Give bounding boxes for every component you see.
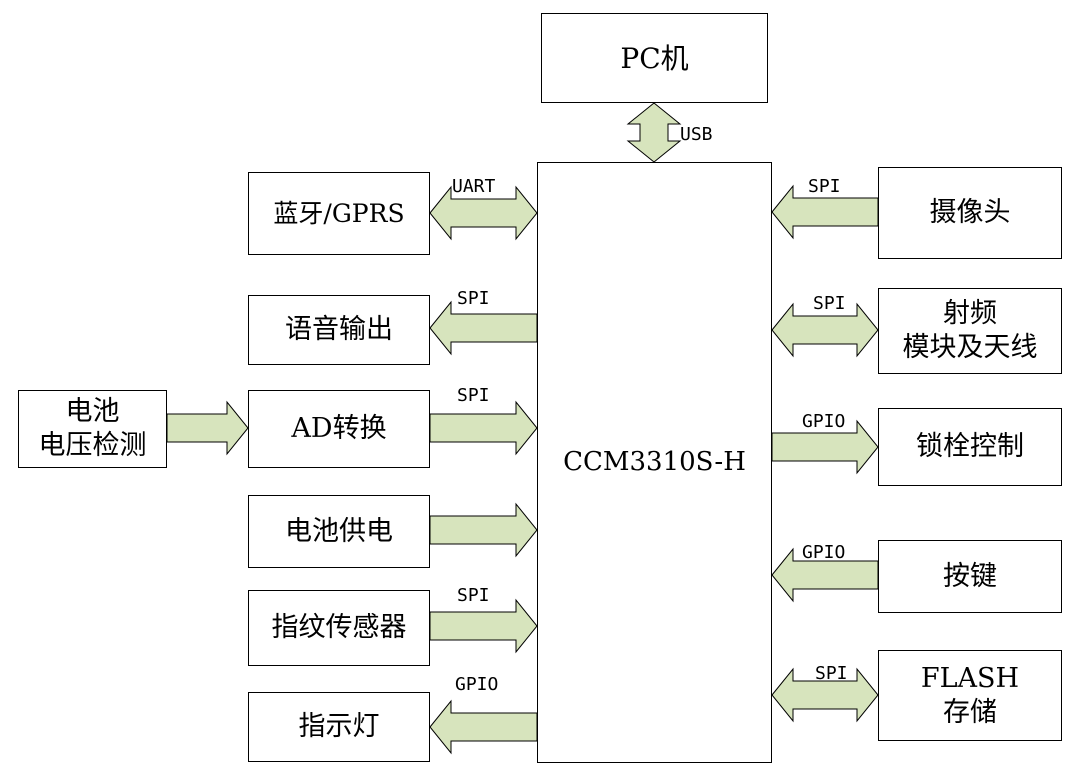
node-bluetooth-gprs-label: 蓝牙/GPRS <box>273 198 405 228</box>
node-lock-control-label: 锁栓控制 <box>916 431 1024 463</box>
arrow-led-gpio <box>429 699 538 755</box>
label-cam-spi: SPI <box>808 176 841 197</box>
node-lock-control: 锁栓控制 <box>878 408 1062 486</box>
label-audio-spi: SPI <box>457 288 490 309</box>
arrow-battery-supply <box>429 502 538 558</box>
node-battery-voltage-detect-line1: 电池 <box>65 396 120 428</box>
label-usb: USB <box>680 124 713 145</box>
node-rf-module-line1: 射频 <box>943 298 997 330</box>
arrow-battery-to-ad <box>166 400 249 456</box>
node-mcu-label: CCM3310S-H <box>563 447 746 478</box>
node-voice-output: 语音输出 <box>248 295 430 365</box>
node-battery-supply-label: 电池供电 <box>285 515 393 547</box>
node-fingerprint-sensor-label: 指纹传感器 <box>271 612 407 644</box>
node-fingerprint-sensor: 指纹传感器 <box>248 590 430 666</box>
label-ad-spi: SPI <box>457 385 490 406</box>
arrow-finger-spi <box>429 598 538 654</box>
label-rf-spi: SPI <box>813 293 846 314</box>
node-battery-supply: 电池供电 <box>248 495 430 568</box>
node-pc-label: PC机 <box>620 41 689 75</box>
node-ad-converter: AD转换 <box>248 390 430 468</box>
node-flash-storage-line2: 存储 <box>943 696 997 728</box>
label-led-gpio: GPIO <box>455 674 499 695</box>
node-keys-label: 按键 <box>943 560 997 592</box>
arrow-pc-usb <box>626 102 682 163</box>
node-rf-module-line2: 模块及天线 <box>902 332 1038 363</box>
node-camera-label: 摄像头 <box>929 197 1011 229</box>
node-pc: PC机 <box>541 13 768 103</box>
node-ad-converter-label: AD转换 <box>291 413 387 445</box>
arrow-audio <box>429 300 538 356</box>
node-battery-voltage-detect-line2: 电压检测 <box>38 430 147 461</box>
arrow-lock-gpio <box>771 419 879 475</box>
label-uart: UART <box>452 176 496 197</box>
label-flash-spi: SPI <box>815 663 848 684</box>
node-mcu: CCM3310S-H <box>537 162 772 763</box>
arrow-ad-spi <box>429 400 538 456</box>
arrows-layer <box>166 102 879 755</box>
node-indicator-light: 指示灯 <box>248 692 430 762</box>
node-indicator-light-label: 指示灯 <box>298 711 380 743</box>
node-battery-voltage-detect: 电池 电压检测 <box>18 390 167 468</box>
node-rf-module: 射频 模块及天线 <box>878 288 1062 374</box>
label-lock-gpio: GPIO <box>802 411 846 432</box>
label-key-gpio: GPIO <box>802 542 846 563</box>
node-camera: 摄像头 <box>878 167 1062 259</box>
node-bluetooth-gprs: 蓝牙/GPRS <box>248 172 430 255</box>
label-finger-spi: SPI <box>457 585 490 606</box>
node-voice-output-label: 语音输出 <box>285 314 393 346</box>
node-flash-storage: FLASH 存储 <box>878 650 1062 741</box>
node-flash-storage-line1: FLASH <box>920 662 1020 694</box>
node-keys: 按键 <box>878 540 1062 613</box>
